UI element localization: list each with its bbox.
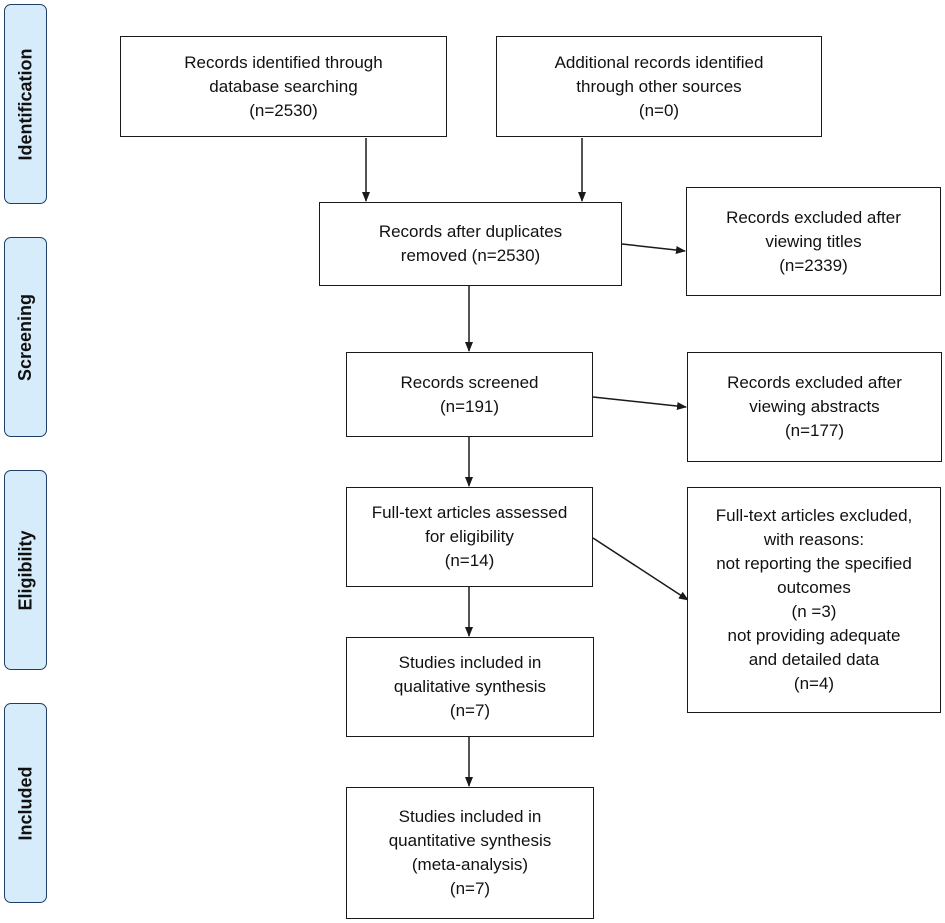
box-records-screened: Records screened (n=191)	[346, 352, 593, 437]
box-qualitative-synthesis: Studies included in qualitative synthesi…	[346, 637, 594, 737]
box-fulltext-assessed: Full-text articles assessed for eligibil…	[346, 487, 593, 587]
box-other-sources: Additional records identified through ot…	[496, 36, 822, 137]
box-after-duplicates: Records after duplicates removed (n=2530…	[319, 202, 622, 286]
box-excluded-titles: Records excluded after viewing titles (n…	[686, 187, 941, 296]
stage-included: Included	[4, 703, 47, 903]
box-fulltext-excluded: Full-text articles excluded, with reason…	[687, 487, 941, 713]
stage-eligibility: Eligibility	[4, 470, 47, 670]
box-excluded-abstracts: Records excluded after viewing abstracts…	[687, 352, 942, 462]
stage-screening: Screening	[4, 237, 47, 437]
arrow-duplicates-to-excluded-titles	[621, 243, 686, 254]
box-quantitative-synthesis: Studies included in quantitative synthes…	[346, 787, 594, 919]
arrow-fulltext-to-excluded	[592, 537, 689, 601]
stage-identification: Identification	[4, 4, 47, 204]
box-database-search: Records identified through database sear…	[120, 36, 447, 137]
arrow-screened-to-excluded-abstracts	[592, 396, 687, 411]
